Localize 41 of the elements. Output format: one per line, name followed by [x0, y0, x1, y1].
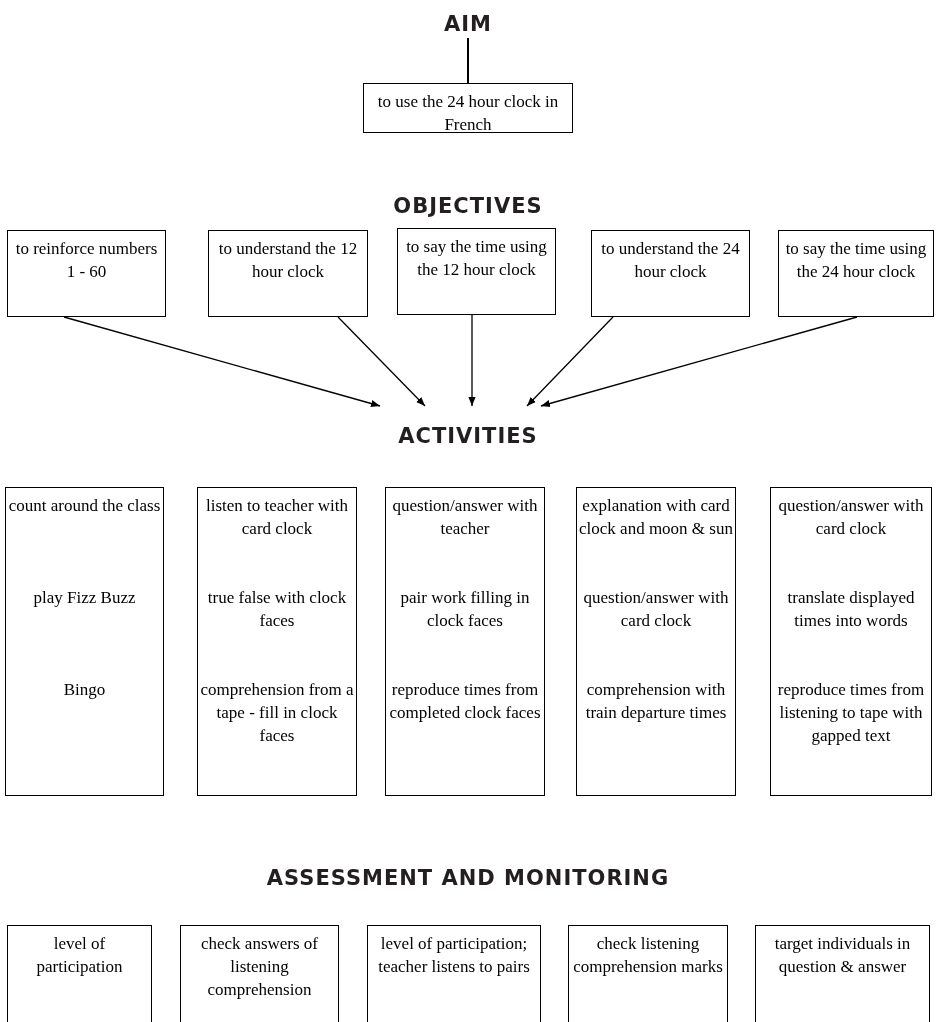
activity-text: listen to teacher with card clock — [204, 495, 350, 540]
section-heading: OBJECTIVES — [393, 193, 543, 220]
arrow — [526, 316, 614, 407]
text-box: check answers of listening comprehension — [180, 925, 339, 1022]
activity-box — [385, 487, 545, 796]
section-heading: ACTIVITIES — [360, 406, 576, 450]
activity-box — [576, 487, 736, 796]
activity-text: reproduce times from completed clock faces — [388, 679, 542, 724]
arrow — [337, 316, 426, 407]
activity-text: comprehension with train departure times — [584, 679, 728, 724]
activity-text: Bingo — [62, 679, 107, 701]
activity-text: reproduce times from listening to tape with gapped text — [776, 679, 926, 747]
activity-text: play Fizz Buzz — [32, 587, 137, 609]
arrow — [540, 316, 858, 408]
arrow — [468, 314, 476, 407]
activity-text: count around the class — [7, 495, 162, 517]
activity-text: translate displayed times into words — [786, 587, 916, 632]
activity-box — [197, 487, 357, 796]
activity-text: question/answer with teacher — [391, 495, 539, 540]
text-box: level of participation; teacher listens to pairs — [367, 925, 541, 1022]
text-box: level of participation — [7, 925, 152, 1022]
text-box: to use the 24 hour clock in French — [363, 83, 573, 133]
text-box: to say the time using the 12 hour clock — [397, 228, 556, 315]
activity-text: explanation with card clock and moon & sun — [578, 495, 734, 540]
section-heading: AIM — [438, 8, 498, 38]
section-heading: ASSESSMENT AND MONITORING — [266, 865, 670, 892]
text-box: check listening comprehension marks — [568, 925, 728, 1022]
activity-text: comprehension from a tape - fill in clock faces — [199, 679, 355, 747]
activity-box — [5, 487, 164, 796]
activity-text: question/answer with card clock — [582, 587, 730, 632]
activity-text: true false with clock faces — [206, 587, 348, 632]
arrow — [63, 316, 381, 408]
text-box: to reinforce numbers 1 - 60 — [7, 230, 166, 317]
activity-text: question/answer with card clock — [777, 495, 925, 540]
text-box: to understand the 24 hour clock — [591, 230, 750, 317]
text-box: to understand the 12 hour clock — [208, 230, 368, 317]
text-box: target individuals in question & answer — [755, 925, 930, 1022]
activity-box — [770, 487, 932, 796]
text-box: to say the time using the 24 hour clock — [778, 230, 934, 317]
activity-text: pair work filling in clock faces — [399, 587, 531, 632]
connector-line — [467, 37, 469, 84]
